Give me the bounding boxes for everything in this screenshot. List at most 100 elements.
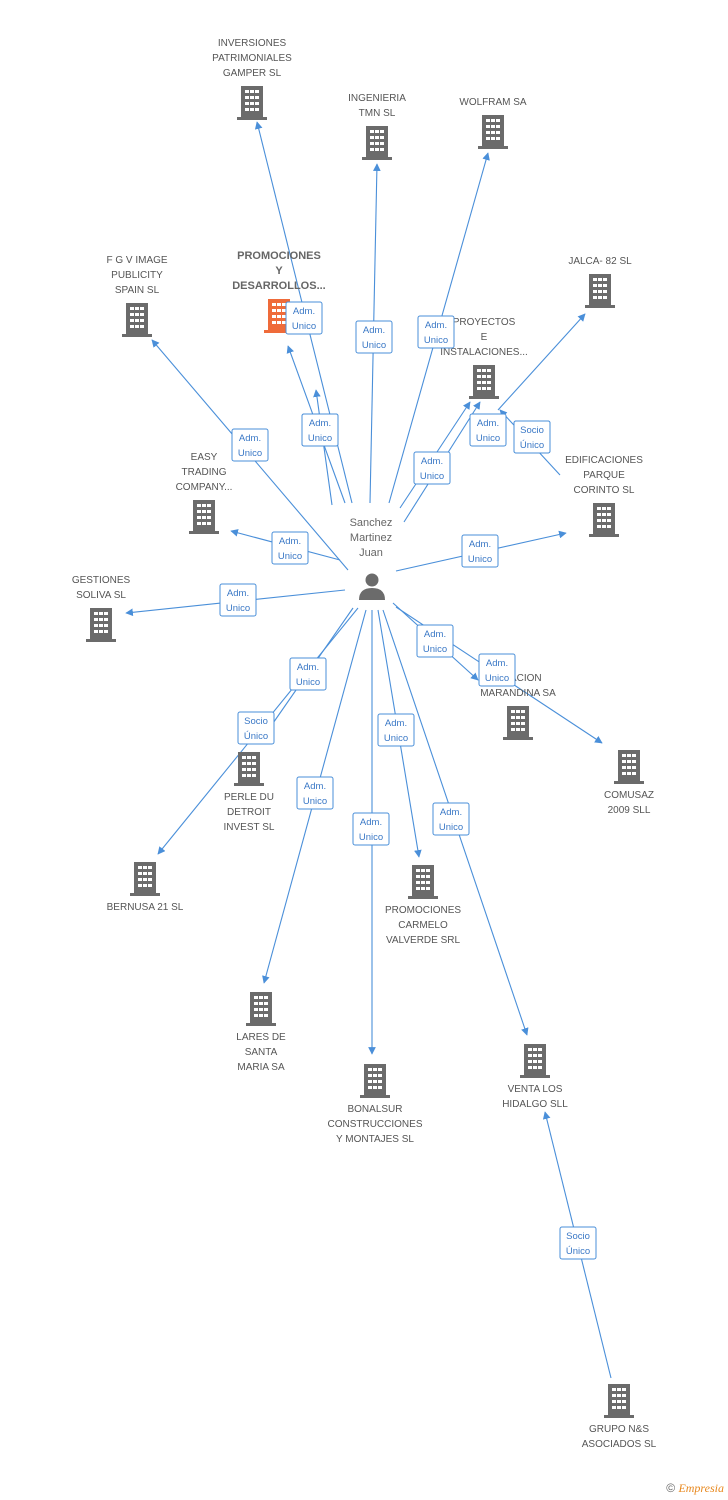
relation-badge-box xyxy=(296,776,334,810)
building-icon xyxy=(234,752,264,786)
relation-badge[interactable]: Adm.Unico xyxy=(285,301,323,335)
relation-badge[interactable]: Adm.Unico xyxy=(271,531,309,565)
building-icon xyxy=(237,86,267,120)
company-node[interactable]: ...RACION MARANDINA SA xyxy=(480,673,556,740)
company-label: MARIA SA xyxy=(237,1062,285,1073)
relation-badge[interactable]: Adm.Unico xyxy=(377,713,415,747)
building-icon xyxy=(520,1044,550,1078)
relation-label: Socio xyxy=(244,716,268,727)
relation-label: Único xyxy=(566,1246,590,1257)
relation-label: Unico xyxy=(362,340,386,351)
company-node[interactable]: WOLFRAM SA xyxy=(459,97,527,149)
building-icon xyxy=(122,303,152,337)
relation-badge[interactable]: Adm. Unico xyxy=(231,428,269,462)
company-label: CONSTRUCCIONES xyxy=(327,1119,422,1130)
person-icon xyxy=(365,573,379,587)
company-node[interactable]: PROYECTOSEINSTALACIONES... xyxy=(440,317,528,399)
relation-badge[interactable]: Adm.Unico xyxy=(416,624,454,658)
relation-badge-box xyxy=(355,320,393,354)
company-node[interactable]: GRUPO N&S ASOCIADOS SL xyxy=(582,1384,657,1450)
relation-label: Unico xyxy=(278,551,302,562)
relation-badge[interactable]: Adm.Unico xyxy=(289,657,327,691)
relation-edge xyxy=(313,389,333,506)
relation-label: Socio xyxy=(566,1231,590,1242)
company-node[interactable]: EASYTRADINGCOMPANY... xyxy=(176,452,233,534)
relation-label: Único xyxy=(244,731,268,742)
relation-badge[interactable]: Adm.Unico xyxy=(469,413,507,447)
relation-badge[interactable]: Adm.Unico xyxy=(352,812,390,846)
relation-badge[interactable]: Adm.Unico xyxy=(219,583,257,617)
relation-badge-box xyxy=(513,420,551,454)
company-label: GAMPER SL xyxy=(223,68,282,79)
relation-label: Adm. xyxy=(385,718,407,729)
relation-badge[interactable]: Adm.Unico xyxy=(461,534,499,568)
relation-label: Unico xyxy=(226,603,250,614)
relation-badge[interactable]: Adm.Unico xyxy=(478,653,516,687)
relation-label: Unico xyxy=(420,471,444,482)
company-label: COMUSAZ xyxy=(604,790,654,801)
relation-label: Adm. xyxy=(309,418,331,429)
relation-badge-box xyxy=(469,413,507,447)
building-icon xyxy=(246,992,276,1026)
person-label: Sanchez xyxy=(350,517,393,529)
relation-label: Adm. xyxy=(297,662,319,673)
company-node[interactable]: BERNUSA 21 SL xyxy=(107,862,184,913)
relation-label: Adm. xyxy=(477,418,499,429)
company-label: WOLFRAM SA xyxy=(459,97,527,108)
building-icon xyxy=(604,1384,634,1418)
company-label: VALVERDE SRL xyxy=(386,935,461,946)
relation-badge[interactable]: Adm.Unico xyxy=(432,802,470,836)
company-node[interactable]: PROMOCIONESYDESARROLLOS... xyxy=(232,250,326,333)
relation-badge[interactable]: Adm.Unico xyxy=(413,451,451,485)
company-label: PERLE DU xyxy=(224,792,274,803)
relation-badge-box xyxy=(352,812,390,846)
company-label: VENTA LOS xyxy=(508,1084,563,1095)
company-label: F G V IMAGE xyxy=(106,255,167,266)
relation-label: Unico xyxy=(485,673,509,684)
relation-badge[interactable]: Adm.Unico xyxy=(296,776,334,810)
company-label: INVEST SL xyxy=(224,822,275,833)
relation-badge[interactable]: Adm.Unico xyxy=(355,320,393,354)
company-label: MARANDINA SA xyxy=(480,688,556,699)
relation-badge-box xyxy=(231,428,269,462)
company-label: TRADING xyxy=(182,467,227,478)
company-label: INGENIERIA xyxy=(348,93,406,104)
relation-badge[interactable]: Adm.Unico xyxy=(417,315,455,349)
person-icon-body xyxy=(359,588,385,600)
company-label: SOLIVA SL xyxy=(76,590,126,601)
company-label: GRUPO N&S xyxy=(589,1424,649,1435)
copyright-symbol: © xyxy=(666,1481,676,1495)
building-icon xyxy=(189,500,219,534)
company-label: EASY xyxy=(191,452,218,463)
relation-badge[interactable]: Adm.Unico xyxy=(301,413,339,447)
company-label: SPAIN SL xyxy=(115,285,160,296)
relation-badge-box xyxy=(219,583,257,617)
building-icon xyxy=(478,115,508,149)
relation-label: Unico xyxy=(238,448,262,459)
company-node[interactable]: JALCA- 82 SL xyxy=(568,256,632,308)
relation-label: Adm. xyxy=(425,320,447,331)
company-label: E xyxy=(481,332,488,343)
company-label: ...RACION xyxy=(494,673,541,684)
relation-label: Adm. xyxy=(239,433,261,444)
footer: © Empresia xyxy=(666,1481,724,1496)
company-label: PATRIMONIALES xyxy=(212,53,292,64)
brand-logo[interactable]: Empresia xyxy=(678,1481,724,1495)
building-icon xyxy=(362,126,392,160)
company-label: ASOCIADOS SL xyxy=(582,1439,657,1450)
